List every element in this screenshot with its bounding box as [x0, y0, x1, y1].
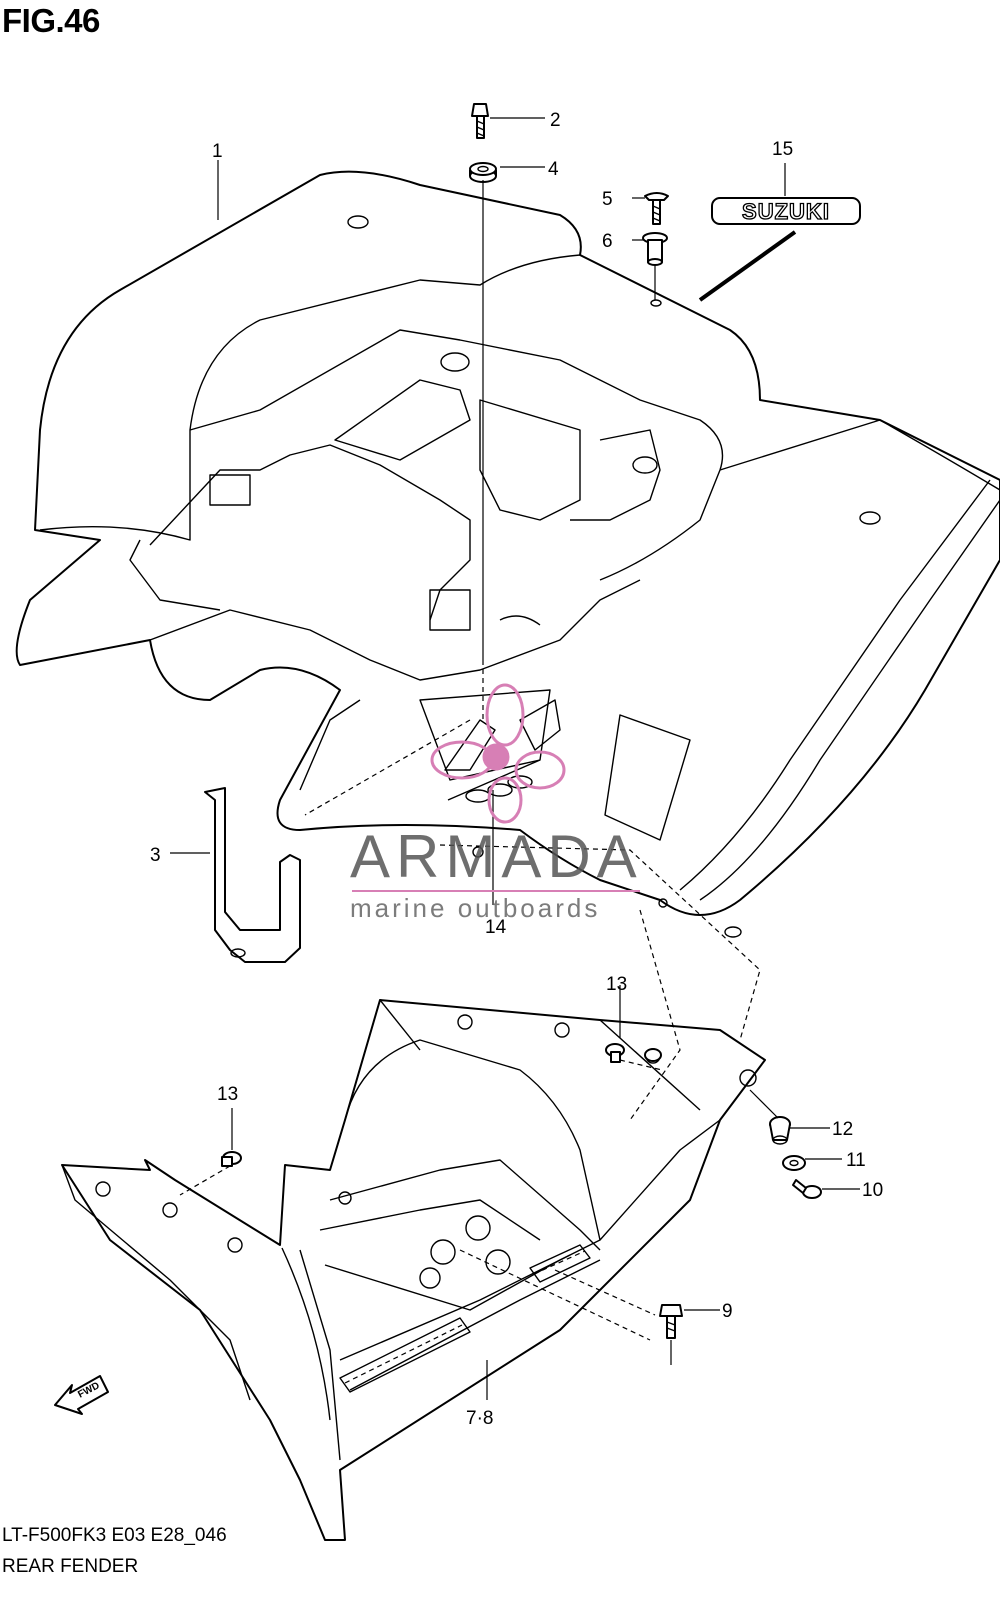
watermark-rule [352, 890, 640, 892]
bracket-part [204, 787, 301, 963]
decal-4x4-500 [444, 699, 561, 803]
collar-part-12 [769, 1116, 791, 1145]
callout-12: 12 [832, 1119, 853, 1140]
callout-15: 15 [772, 139, 793, 160]
bolt-part-9 [659, 1304, 683, 1339]
rear-fender-upper [15, 170, 1000, 938]
callout-5: 5 [602, 189, 613, 210]
watermark-main: ARMADA [350, 823, 643, 890]
bolt-part-2 [471, 103, 489, 139]
figure-title: FIG.46 [2, 2, 100, 39]
callout-1: 1 [212, 141, 223, 162]
clip-part-13-right [605, 1043, 625, 1063]
callout-6: 6 [602, 231, 613, 252]
callout-3: 3 [150, 845, 161, 866]
rear-fender-lower [61, 999, 766, 1541]
callout-13-right: 13 [606, 974, 627, 995]
callout-14: 14 [485, 917, 507, 938]
armada-watermark: ARMADA marine outboards [350, 683, 643, 923]
callout-7-8: 7·8 [466, 1408, 493, 1429]
callout-4: 4 [548, 159, 559, 180]
screw-part-10 [792, 1179, 822, 1199]
callout-9: 9 [722, 1301, 733, 1322]
diagram-name: REAR FENDER [2, 1556, 139, 1577]
suzuki-emblem: SUZUKI [711, 197, 861, 225]
callout-13-left: 13 [217, 1084, 238, 1105]
flower-logo-icon [430, 683, 566, 824]
diagram-code: LT-F500FK3 E03 E28_046 [2, 1525, 227, 1546]
watermark-sub: marine outboards [350, 893, 600, 923]
washer-part-11 [782, 1155, 806, 1171]
screw-part-5 [644, 192, 669, 225]
assembly-dashed-lines [179, 660, 761, 1341]
leader-lines [170, 117, 860, 1400]
callout-numbers: 1 2 3 4 5 6 7·8 9 10 11 12 13 13 14 15 [150, 110, 883, 1429]
callout-10: 10 [862, 1180, 883, 1201]
callout-2: 2 [550, 110, 561, 131]
grommet-part-4 [469, 162, 497, 183]
fwd-arrow-icon: FWD [54, 1375, 109, 1415]
clip-part-13-left [221, 1151, 242, 1167]
washer-icon [644, 1048, 662, 1062]
callout-11: 11 [846, 1150, 866, 1171]
collar-part-6 [642, 232, 668, 266]
emblem-text: SUZUKI [742, 199, 830, 224]
